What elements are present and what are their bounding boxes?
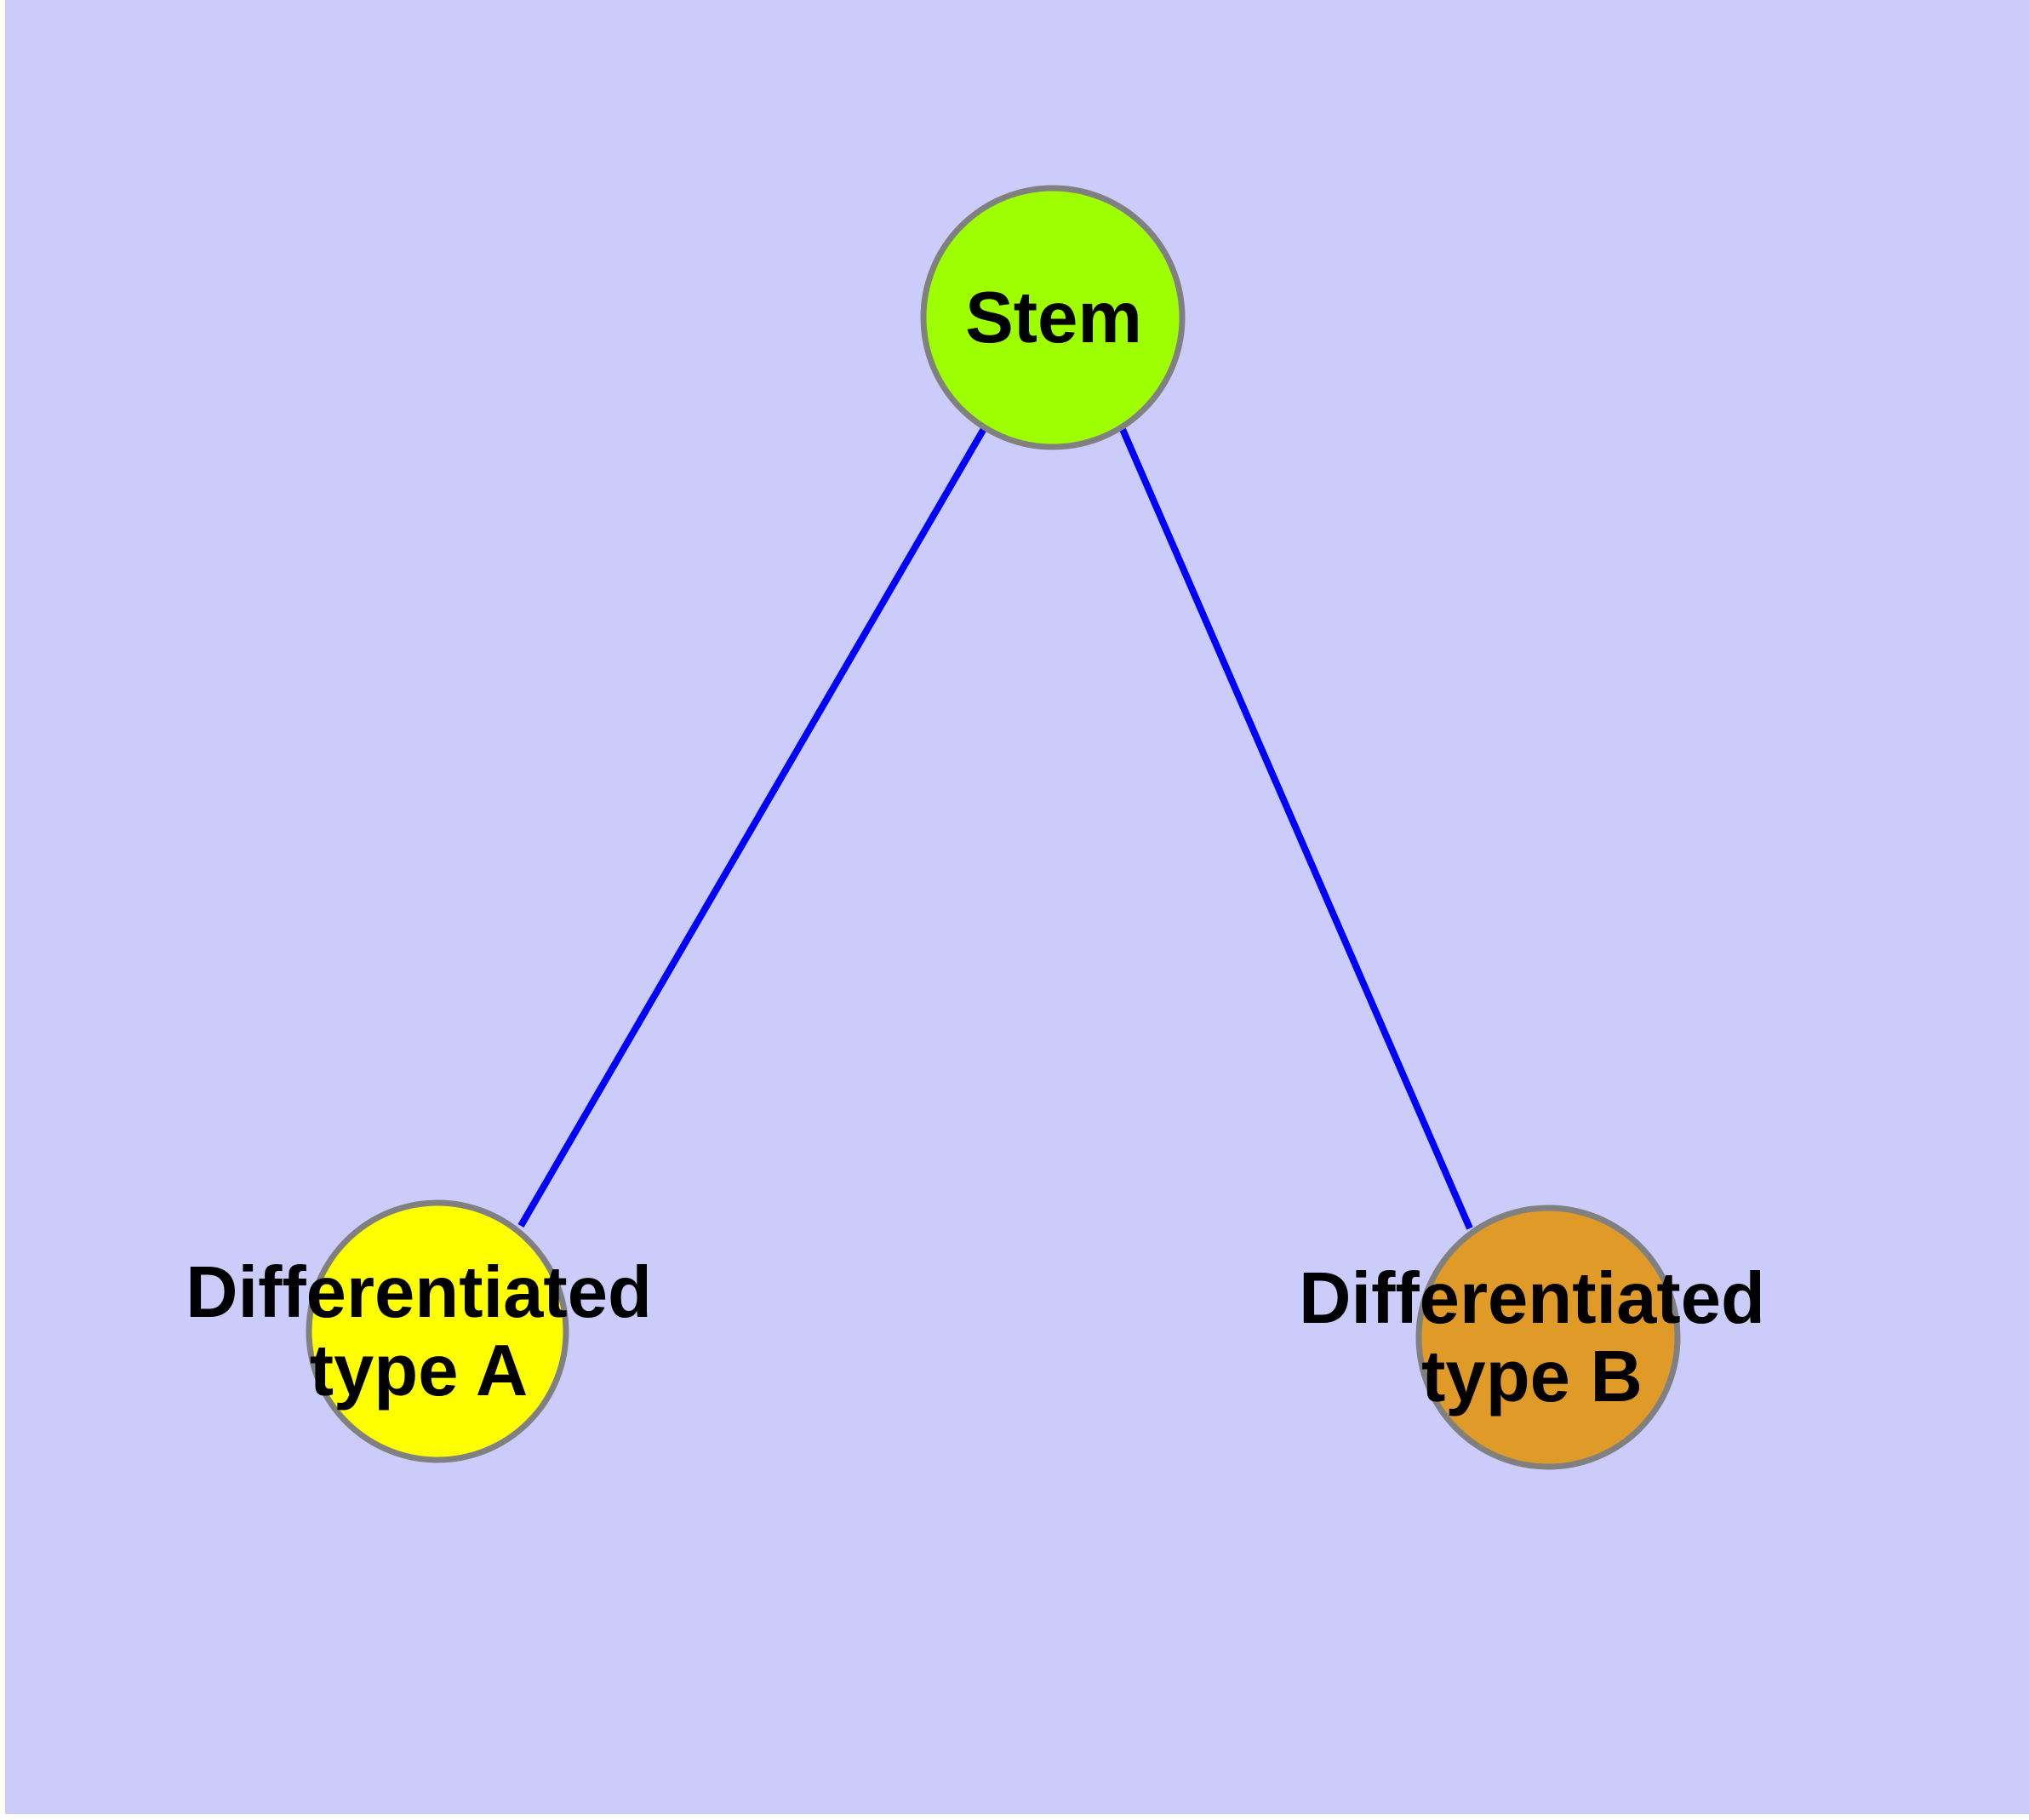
graph-node-label-stem: Stem: [965, 278, 1142, 358]
graph-node-stem[interactable]: [920, 185, 1186, 450]
edges-layer: [517, 425, 1473, 1230]
graph-edge-stem-diff_b[interactable]: [1118, 426, 1473, 1230]
graph-node-label-line: type B: [1421, 1336, 1643, 1417]
graph-node-diff_a[interactable]: [306, 1199, 569, 1463]
graph-node-diff_b[interactable]: [1415, 1205, 1681, 1470]
nodes-layer: [306, 185, 1681, 1470]
graph-node-label-line: type A: [310, 1331, 529, 1411]
graph-edge-stem-diff_a[interactable]: [517, 425, 988, 1228]
graph-node-label-line: Differentiated: [186, 1252, 652, 1333]
graph-node-label-line: Stem: [965, 278, 1142, 358]
graph-node-label-line: Differentiated: [1299, 1258, 1765, 1339]
